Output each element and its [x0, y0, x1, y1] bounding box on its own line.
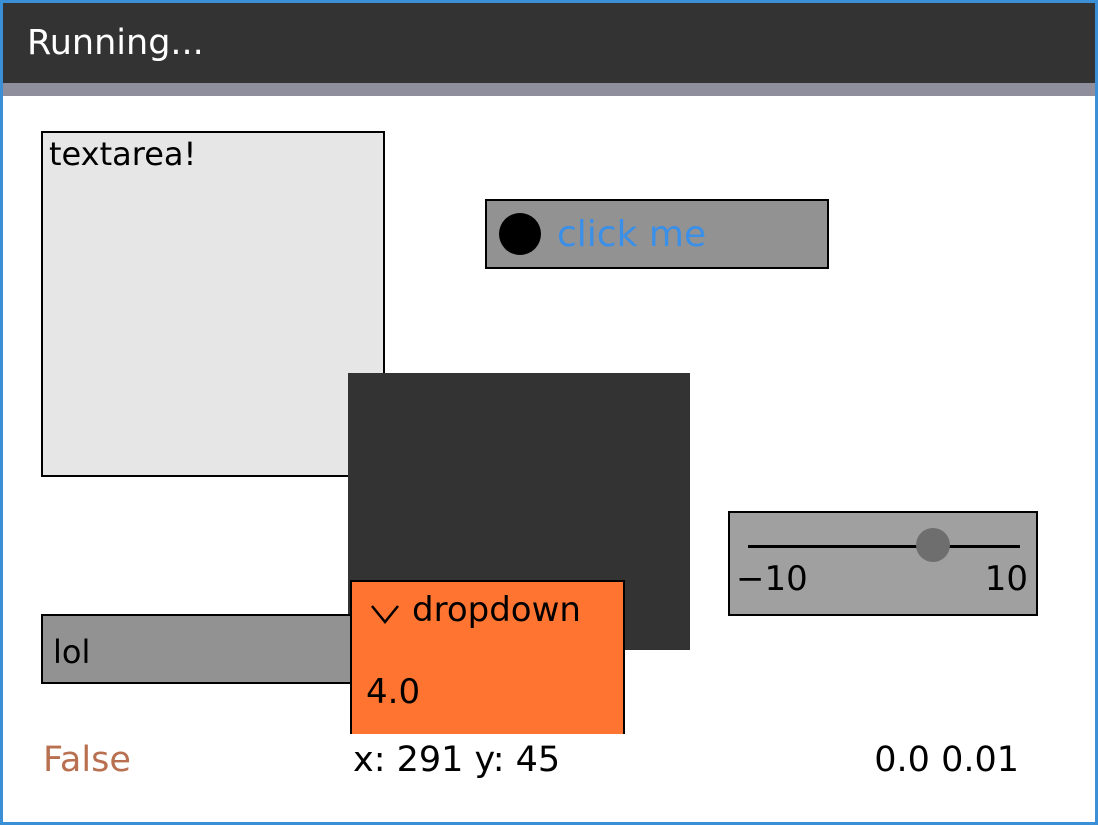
window-title: Running... [3, 3, 1095, 83]
radio-dot-icon [499, 213, 541, 255]
values-readout: 0.0 0.01 [874, 740, 1019, 780]
click-me-label: click me [557, 213, 707, 255]
textarea-field[interactable]: textarea! [41, 131, 385, 477]
slider-max-label: 10 [984, 559, 1028, 599]
dropdown-selected-value[interactable]: 4.0 [366, 672, 421, 712]
coordinates-readout: x: 291 y: 45 [353, 740, 561, 780]
range-slider[interactable]: −10 10 [728, 511, 1038, 616]
slider-min-label: −10 [736, 559, 808, 599]
slider-track[interactable] [748, 545, 1020, 548]
text-input-field[interactable]: lol [41, 614, 361, 684]
dropdown-panel[interactable]: dropdown 4.0 [350, 580, 625, 734]
boolean-status-text: False [43, 740, 131, 780]
title-divider [3, 83, 1095, 96]
chevron-down-icon [371, 605, 399, 624]
dropdown-toggle[interactable]: dropdown [368, 590, 581, 630]
slider-handle[interactable] [915, 528, 950, 562]
click-me-button[interactable]: click me [485, 199, 829, 269]
dropdown-label: dropdown [412, 590, 581, 630]
